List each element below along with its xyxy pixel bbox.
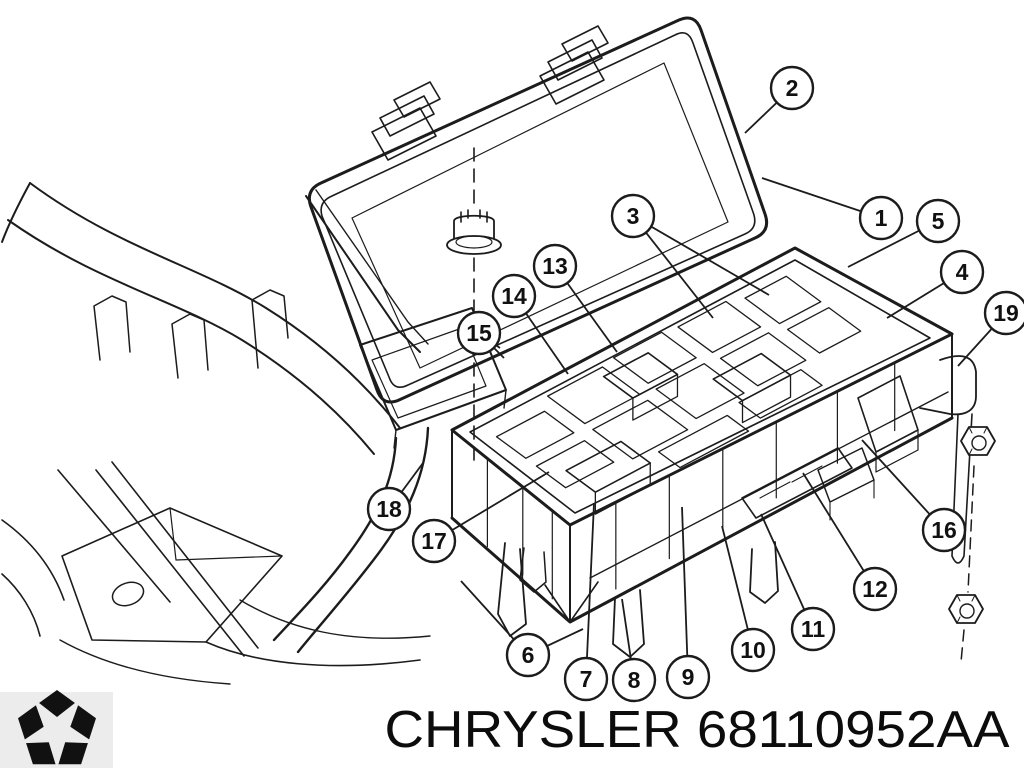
- engine-harness: [1, 182, 431, 685]
- leader-line-17: [433, 471, 550, 542]
- callout-number: 6: [522, 642, 535, 668]
- callout-number: 14: [501, 283, 527, 309]
- chrysler-pentastar-icon: [18, 690, 96, 768]
- callout-number: 8: [628, 667, 641, 693]
- cover-support-bracket: [305, 189, 507, 449]
- callout-number: 4: [956, 259, 969, 285]
- fusebox-body: [450, 246, 954, 658]
- callout-number: 15: [466, 320, 492, 346]
- callout-number: 7: [580, 666, 593, 692]
- leader-line-7: [585, 502, 595, 680]
- callout-10: 10: [730, 627, 776, 673]
- callout-2: 2: [769, 65, 815, 111]
- mounting-foot: [497, 542, 527, 637]
- part-caption: CHRYSLER 68110952AA: [385, 701, 1010, 759]
- callout-number: 3: [627, 203, 640, 229]
- side-mounting-bracket: [919, 355, 996, 663]
- callout-19: 19: [983, 290, 1024, 336]
- callout-number: 2: [786, 75, 799, 101]
- callout-15: 15: [456, 310, 502, 356]
- callout-number: 12: [862, 576, 888, 602]
- callout-11: 11: [790, 606, 836, 652]
- callout-number: 11: [801, 616, 826, 642]
- callout-number: 19: [993, 300, 1019, 326]
- callout-8: 8: [611, 657, 657, 703]
- callout-14: 14: [491, 273, 537, 319]
- callout-7: 7: [563, 656, 609, 702]
- callout-number: 10: [740, 637, 766, 663]
- callout-number: 5: [932, 208, 945, 234]
- callout-number: 13: [542, 253, 568, 279]
- callout-number: 9: [682, 664, 695, 690]
- callout-number: 18: [376, 496, 402, 522]
- footer: CHRYSLER 68110952AA: [0, 690, 1010, 768]
- callout-9: 9: [665, 654, 711, 700]
- callout-3: 3: [610, 193, 656, 239]
- leader-line-12: [802, 472, 876, 590]
- callout-12: 12: [852, 566, 898, 612]
- callout-13: 13: [532, 243, 578, 289]
- callout-number: 16: [931, 517, 957, 543]
- callout-number: 17: [421, 528, 447, 554]
- callout-5: 5: [915, 198, 961, 244]
- leader-line-9: [681, 506, 689, 678]
- hex-nut: [960, 426, 996, 456]
- callout-18: 18: [366, 486, 412, 532]
- hex-nut: [948, 594, 984, 624]
- callout-4: 4: [939, 249, 985, 295]
- mounting-foot: [749, 541, 779, 604]
- leader-line-3: [632, 215, 770, 296]
- callout-17: 17: [411, 518, 457, 564]
- callout-number: 1: [875, 205, 888, 231]
- cover-latch-2: [539, 25, 609, 105]
- callout-16: 16: [921, 507, 967, 553]
- fusebox-cover: [307, 16, 769, 404]
- mounting-bolt: [446, 147, 502, 469]
- callout-6: 6: [505, 632, 551, 678]
- cover-latch-1: [371, 81, 441, 161]
- callout-1: 1: [858, 195, 904, 241]
